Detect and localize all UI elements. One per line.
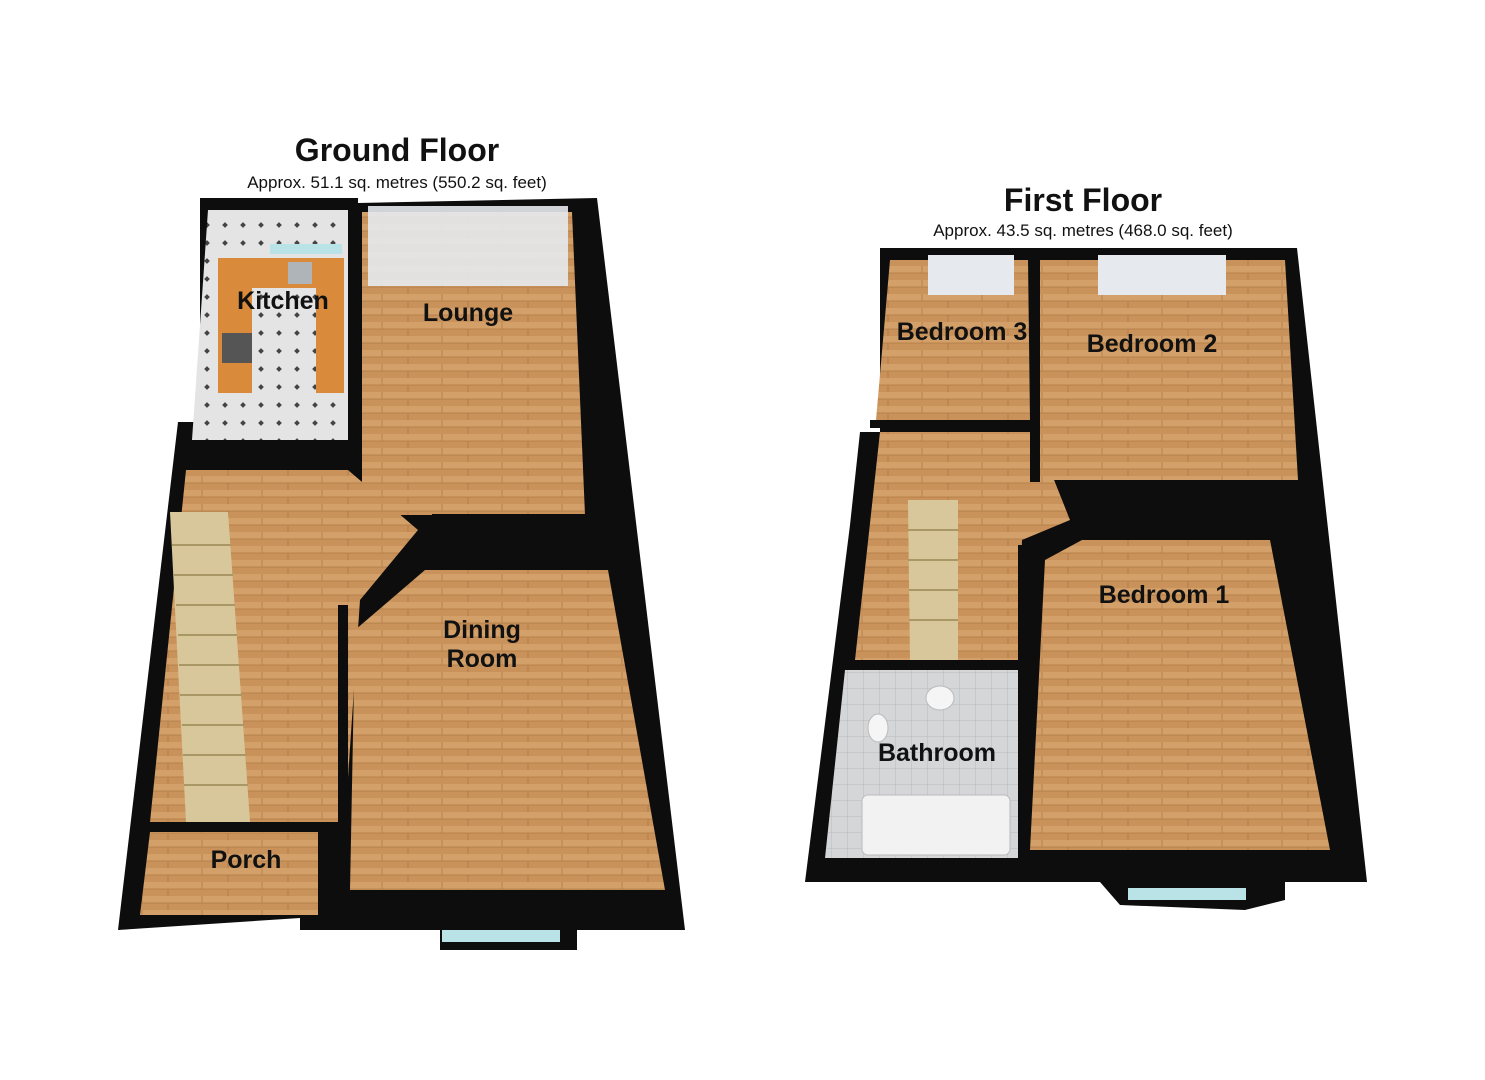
bedroom-2-window [1098, 255, 1226, 295]
lounge-window [368, 206, 568, 286]
lounge-label: Lounge [423, 299, 513, 327]
bedroom-3-window [928, 255, 1014, 295]
landing-floor [855, 432, 1070, 660]
kitchen-window [270, 244, 342, 254]
ground-wall-porch [145, 822, 325, 830]
ground-wall-kitchen-lounge [348, 205, 358, 445]
first-wall-bed3-bed2 [1030, 252, 1040, 482]
kitchen-worktop-right [316, 258, 344, 393]
dining-room-label-line2: Room [447, 645, 518, 673]
bathroom-basin [925, 685, 955, 711]
toilet [867, 713, 889, 743]
ground-floor-plan: Kitchen Lounge Dining Room Porch [118, 198, 685, 950]
first-wall-bed2-bed1 [1085, 480, 1300, 488]
ground-floor-title: Ground Floor [294, 132, 500, 168]
bedroom-3-floor [876, 260, 1030, 420]
bedroom-1-floor [1030, 540, 1330, 850]
bedroom-1-label: Bedroom 1 [1099, 581, 1230, 609]
dining-room-label-line1: Dining [443, 616, 521, 644]
first-stair-treads [908, 529, 958, 621]
ground-wall-lounge-dining [432, 514, 624, 522]
kitchen-sink [288, 262, 312, 284]
bedroom-1-bay-window [1128, 888, 1246, 900]
first-wall-bathroom [845, 660, 1018, 668]
hob [222, 333, 252, 363]
bedroom-3-label: Bedroom 3 [897, 318, 1028, 346]
staircase [170, 512, 250, 822]
bedroom-2-label: Bedroom 2 [1087, 330, 1218, 358]
first-floor-area: Approx. 43.5 sq. metres (468.0 sq. feet) [933, 221, 1233, 240]
first-wall-bed3-landing [870, 420, 970, 428]
first-floor-title: First Floor [1003, 182, 1163, 218]
lounge-floor [362, 212, 585, 515]
first-floor-staircase [908, 500, 958, 660]
bath-tub [861, 794, 1011, 856]
porch-label: Porch [211, 846, 282, 874]
kitchen-label: Kitchen [237, 287, 329, 315]
ground-wall-hall-dining [338, 605, 348, 910]
dining-bay-window [442, 930, 560, 942]
porch-floor [140, 832, 318, 915]
stair-treads [172, 544, 248, 786]
dining-room-floor [350, 570, 665, 890]
kitchen-worktop-left [218, 258, 252, 393]
first-floor-plan: Bedroom 3 Bedroom 2 Bedroom 1 Bathroom [805, 248, 1367, 910]
first-wall-landing-bed1 [1018, 545, 1027, 860]
bathroom-label: Bathroom [878, 739, 996, 767]
bedroom-2-floor [1040, 260, 1298, 480]
ground-floor-area: Approx. 51.1 sq. metres (550.2 sq. feet) [247, 173, 547, 192]
